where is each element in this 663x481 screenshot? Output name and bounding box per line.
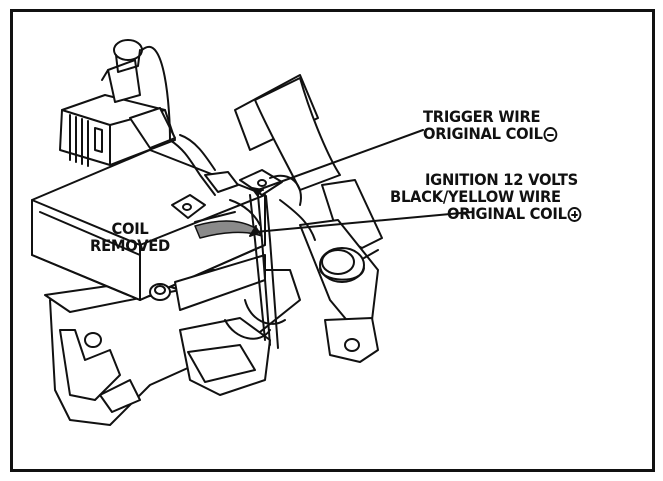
coil-removed-line2: REMOVED [90, 236, 170, 255]
coil-removed-line1: COIL [111, 219, 149, 238]
leader-lines [249, 129, 473, 237]
trigger-wire-line1: TRIGGER WIRE [423, 107, 541, 126]
coil-removed-label: COIL REMOVED [82, 220, 178, 254]
ignition-wire-label: IGNITION 12 VOLTS BLACK/YELLOW WIRE ORIG… [390, 170, 582, 222]
trigger-wire-line2: ORIGINAL COIL [423, 125, 558, 142]
connector-harness [59, 39, 176, 167]
mounting-bracket [234, 74, 383, 363]
ignition-line2: BLACK/YELLOW WIRE [390, 187, 561, 206]
ignition-line1: IGNITION 12 VOLTS [424, 170, 578, 189]
plus-circle-icon [567, 207, 582, 222]
minus-circle-icon [543, 127, 558, 142]
trigger-wire-label: TRIGGER WIRE ORIGINAL COIL [423, 107, 558, 142]
distributor-housing [44, 269, 301, 426]
round-connector [319, 247, 379, 283]
ignition-line3: ORIGINAL COIL [390, 205, 582, 222]
ignition-wire-band [194, 220, 263, 239]
terminal-area [169, 134, 316, 349]
coil-mount-plate [31, 149, 266, 311]
